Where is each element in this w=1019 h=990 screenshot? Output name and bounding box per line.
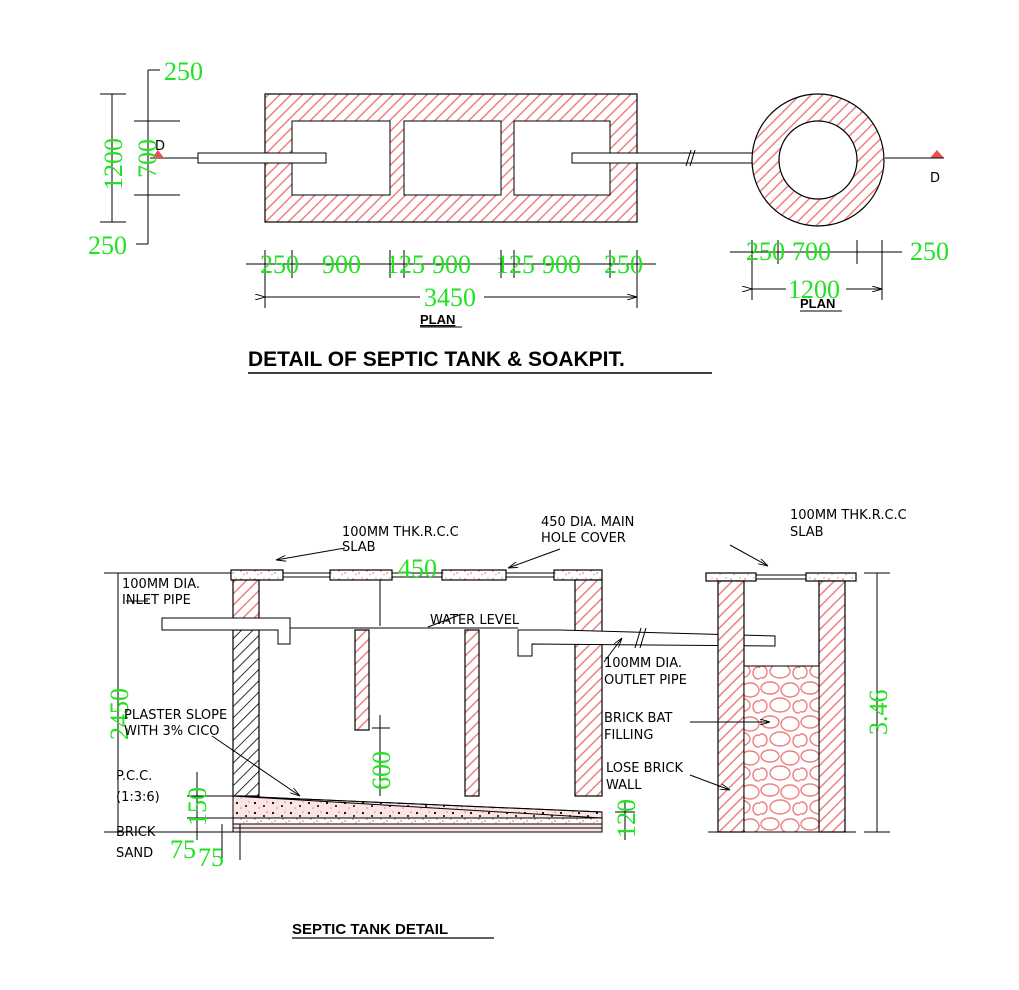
dim-pit-250-right: 250 xyxy=(910,237,949,266)
dim-75-a: 75 xyxy=(170,835,196,864)
label-slab-right-2: SLAB xyxy=(790,525,824,540)
label-pcc-2: (1:3:6) xyxy=(116,790,160,805)
dim-pit-1200: 1200 xyxy=(788,275,840,304)
label-inlet-1: 100MM DIA. xyxy=(122,577,200,592)
dim-3-46: 3.46 xyxy=(864,690,893,736)
label-plaster-1: PLASTER SLOPE xyxy=(124,708,227,723)
label-brickbat-1: BRICK BAT xyxy=(604,711,672,726)
section-marker-right-label: D xyxy=(930,171,940,186)
dim-2450: 2450 xyxy=(105,688,134,740)
label-lose-brick-2: WALL xyxy=(606,778,642,793)
plan-horizontal-dimensions xyxy=(246,250,656,308)
dim-seg7: 250 xyxy=(604,250,643,279)
section-marker-right xyxy=(930,150,944,158)
label-brick: BRICK xyxy=(116,825,156,840)
dim-seg5: 125 xyxy=(496,250,535,279)
label-slab-right-1: 100MM THK.R.C.C xyxy=(790,508,907,523)
label-outlet-2: OUTLET PIPE xyxy=(604,673,687,688)
plan-soak-pit xyxy=(751,93,885,227)
section-dimensions xyxy=(104,572,890,860)
dim-450: 450 xyxy=(398,554,437,583)
caption-plan-tank: PLAN xyxy=(420,312,455,327)
label-manhole-2: HOLE COVER xyxy=(541,531,626,546)
label-inlet-2: INLET PIPE xyxy=(122,593,191,608)
section-septic-tank xyxy=(161,569,776,833)
label-sand: SAND xyxy=(116,846,153,861)
label-outlet-1: 100MM DIA. xyxy=(604,656,682,671)
section-marker-left xyxy=(152,150,164,158)
dim-seg2: 900 xyxy=(322,250,361,279)
section-title: SEPTIC TANK DETAIL xyxy=(292,921,448,938)
label-water-level: WATER LEVEL xyxy=(430,613,520,628)
section-marker-left-label: D xyxy=(155,139,165,154)
dim-seg1: 250 xyxy=(260,250,299,279)
plan-title: DETAIL OF SEPTIC TANK & SOAKPIT. xyxy=(248,348,625,371)
label-manhole-1: 450 DIA. MAIN xyxy=(541,515,634,530)
dim-bottom-250: 250 xyxy=(88,231,127,260)
pit-horizontal-dimensions xyxy=(730,240,902,300)
label-lose-brick-1: LOSE BRICK xyxy=(606,761,683,776)
dim-seg4: 900 xyxy=(432,250,471,279)
dim-inner-700: 700 xyxy=(133,139,162,178)
dim-overall-1200: 1200 xyxy=(99,138,128,190)
dim-top-250: 250 xyxy=(164,57,203,86)
plan-septic-tank xyxy=(150,93,755,223)
label-pcc-1: P.C.C. xyxy=(116,769,152,784)
dim-overall-3450: 3450 xyxy=(424,283,476,312)
label-slab-left-1: 100MM THK.R.C.C xyxy=(342,525,459,540)
dim-120: 120 xyxy=(612,799,641,838)
dim-150: 150 xyxy=(183,787,212,826)
label-slab-left-2: SLAB xyxy=(342,540,376,555)
label-brickbat-2: FILLING xyxy=(604,728,653,743)
dim-pit-250-left: 250 xyxy=(746,237,785,266)
dim-seg6: 900 xyxy=(542,250,581,279)
dim-pit-700: 700 xyxy=(792,237,831,266)
caption-plan-pit: PLAN xyxy=(800,296,835,311)
dim-seg3: 125 xyxy=(386,250,425,279)
section-soak-pit xyxy=(705,572,857,833)
label-plaster-2: WITH 3% CICO xyxy=(124,724,220,739)
leader-lines xyxy=(126,544,770,796)
dim-600: 600 xyxy=(367,751,396,790)
plan-vertical-dimensions xyxy=(100,69,180,245)
dim-75-b: 75 xyxy=(198,843,224,872)
